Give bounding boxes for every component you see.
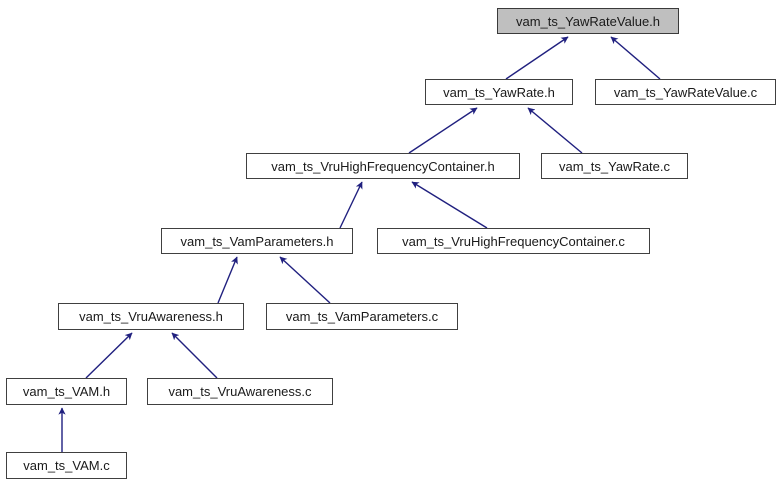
graph-edge-vam_h-to-vruawareness_h [85,332,133,379]
graph-node-label: vam_ts_YawRate.h [443,84,555,100]
graph-node-label: vam_ts_VruAwareness.h [79,309,223,324]
graph-node-label: vam_ts_VamParameters.c [285,309,439,324]
graph-edge-vruawareness_h-to-vamparameters_h [217,256,238,304]
graph-node-yawrate_c[interactable]: vam_ts_YawRate.c [541,153,688,179]
graph-edge-vamparameters_h-to-vruhfc_h [339,181,363,229]
graph-node-label: vam_ts_VamParameters.h [180,233,334,249]
graph-edge-vruawareness_c-to-vruawareness_h [171,332,218,379]
graph-node-vruawareness_h[interactable]: vam_ts_VruAwareness.h [58,303,244,330]
graph-node-yawrate_h[interactable]: vam_ts_YawRate.h [425,79,573,105]
graph-node-yawratevalue_h[interactable]: vam_ts_YawRateValue.h [497,8,679,34]
graph-edge-yawratevalue_c-to-yawratevalue_h [610,36,661,80]
graph-node-vruhfc_c[interactable]: vam_ts_VruHighFrequencyContainer.c [377,228,650,254]
graph-node-vam_h[interactable]: vam_ts_VAM.h [6,378,127,405]
graph-node-vamparameters_c[interactable]: vam_ts_VamParameters.c [266,303,458,330]
graph-node-vruawareness_c[interactable]: vam_ts_VruAwareness.c [147,378,333,405]
graph-edge-vruhfc_h-to-yawrate_h [408,107,478,154]
graph-node-vam_c[interactable]: vam_ts_VAM.c [6,452,127,479]
graph-node-label: vam_ts_VruHighFrequencyContainer.h [271,158,495,174]
graph-node-yawratevalue_c[interactable]: vam_ts_YawRateValue.c [595,79,776,105]
graph-node-vruhfc_h[interactable]: vam_ts_VruHighFrequencyContainer.h [246,153,520,179]
graph-edge-yawrate_h-to-yawratevalue_h [505,36,569,80]
graph-node-label: vam_ts_YawRateValue.c [613,84,758,100]
graph-edge-vruhfc_c-to-vruhfc_h [411,181,488,229]
graph-edge-vamparameters_c-to-vamparameters_h [279,256,331,304]
graph-node-vamparameters_h[interactable]: vam_ts_VamParameters.h [161,228,353,254]
graph-edge-yawrate_c-to-yawrate_h [527,107,583,154]
graph-node-label: vam_ts_VAM.h [22,384,111,399]
graph-node-label: vam_ts_YawRate.c [558,158,671,174]
graph-node-label: vam_ts_VAM.c [23,458,110,473]
graph-node-label: vam_ts_VruAwareness.c [168,384,312,399]
graph-node-label: vam_ts_YawRateValue.h [515,13,661,29]
graph-node-label: vam_ts_VruHighFrequencyContainer.c [402,233,625,249]
